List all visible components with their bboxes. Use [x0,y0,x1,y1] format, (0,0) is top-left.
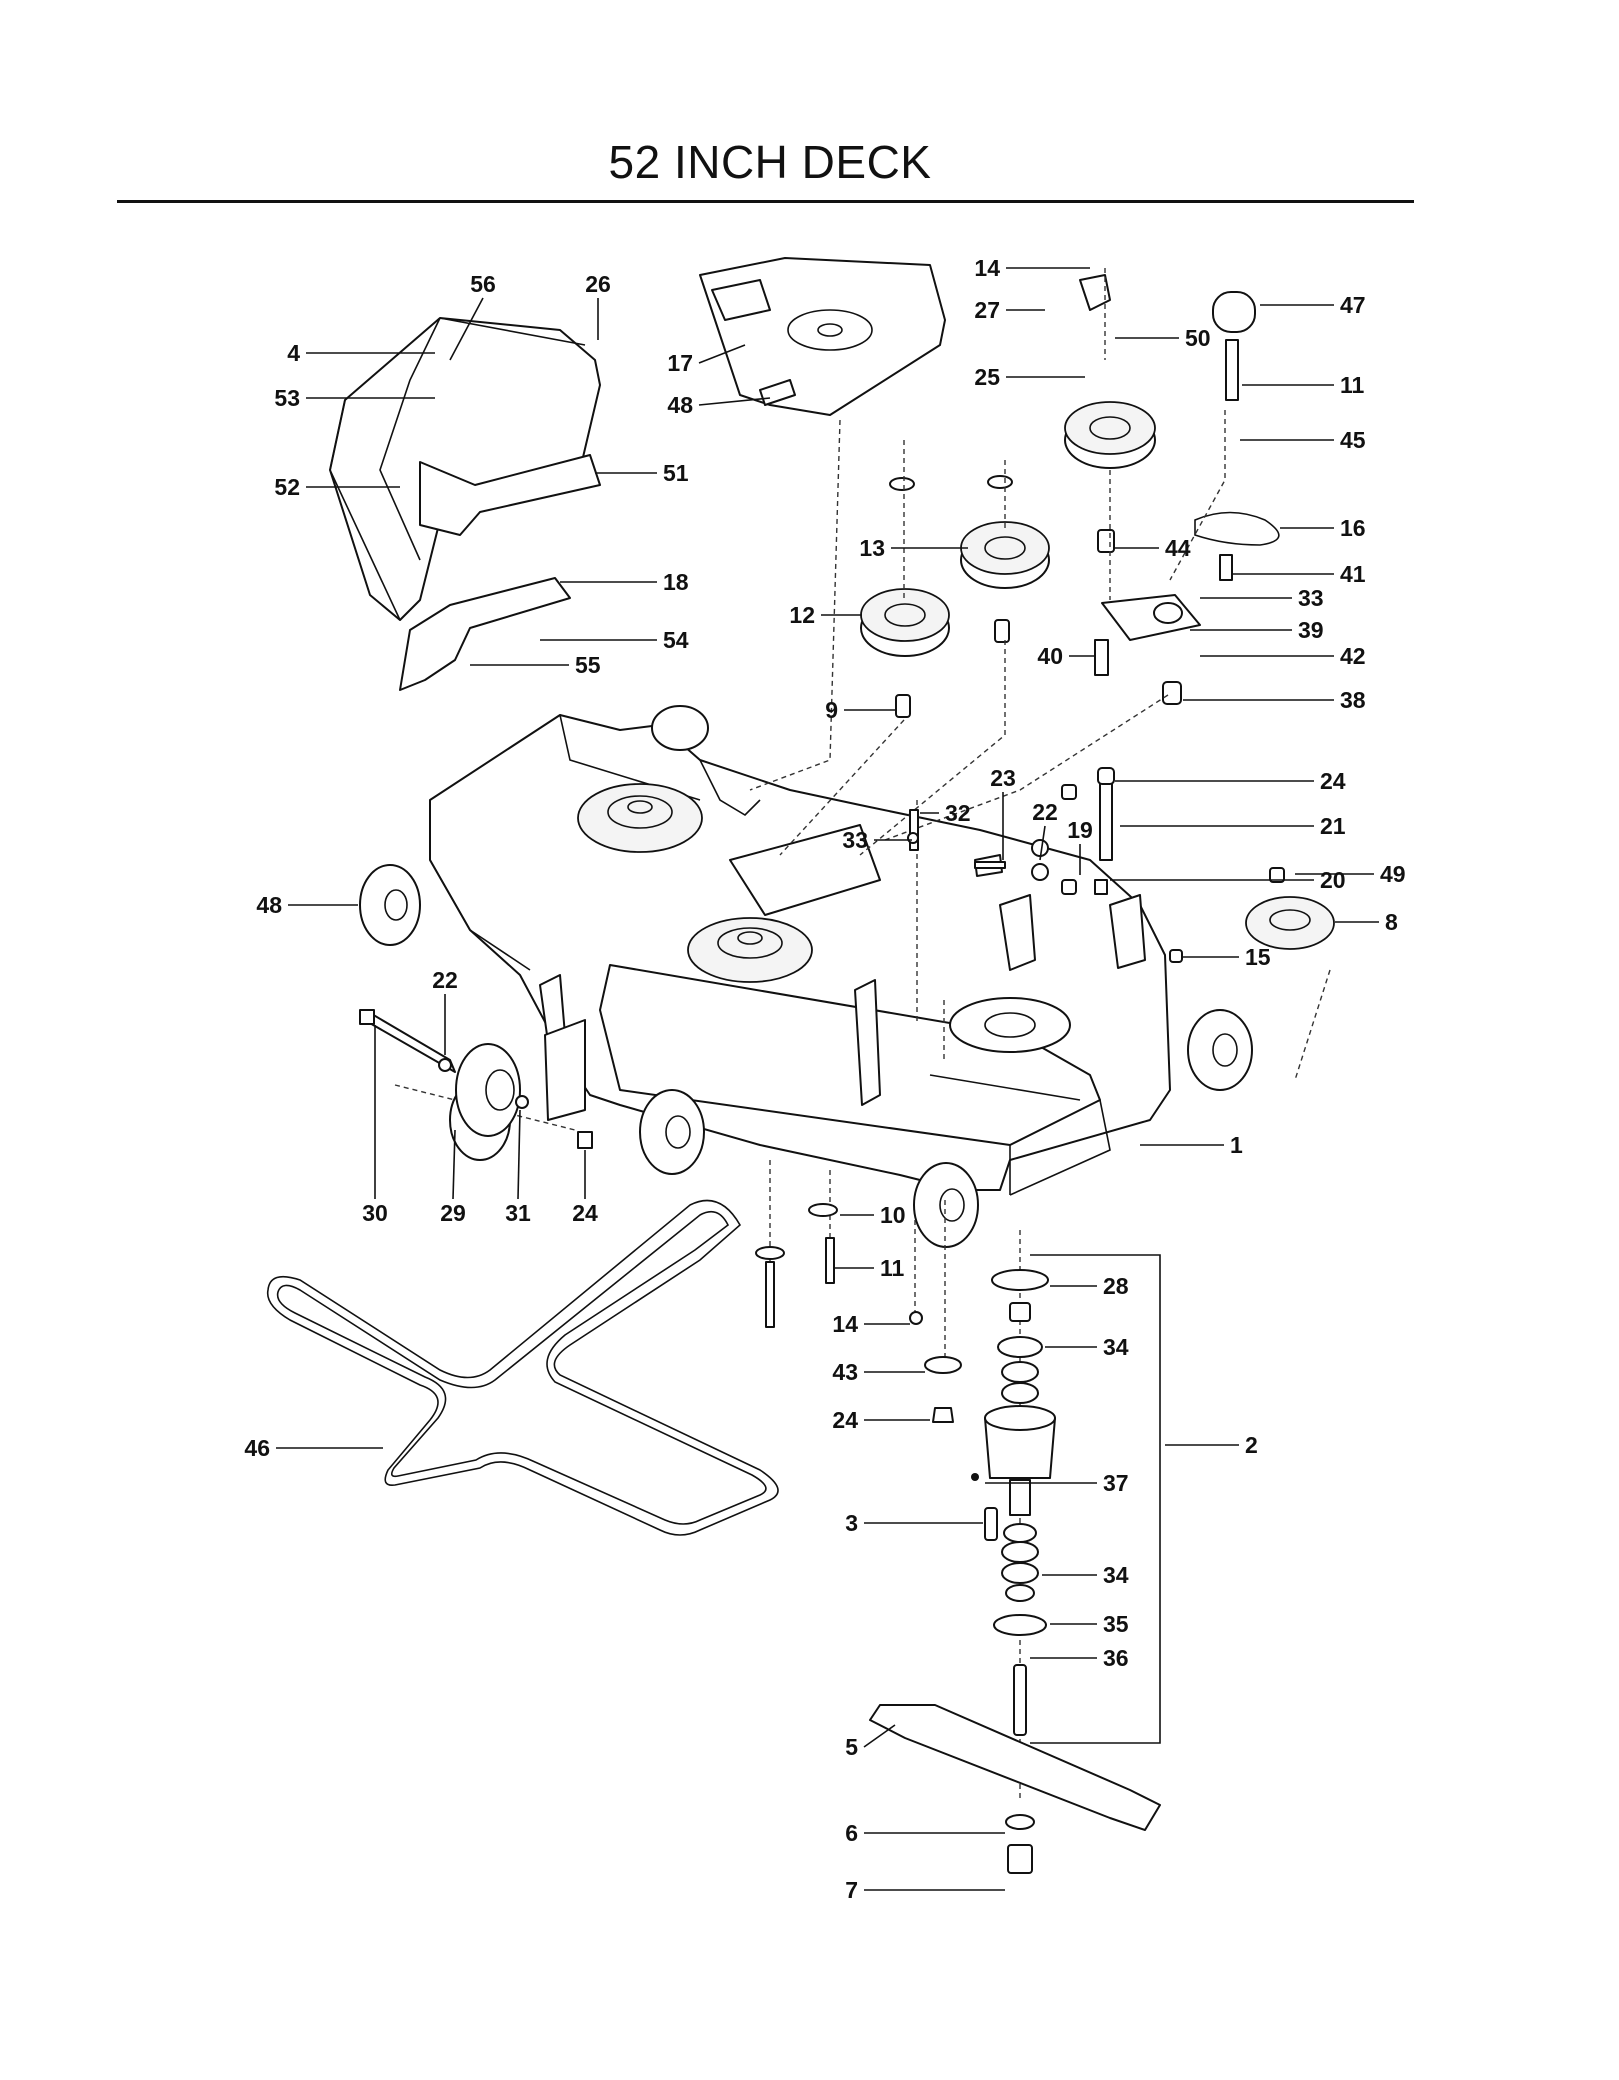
callout-number: 5 [845,1734,858,1760]
callout-number: 7 [845,1877,858,1903]
callout-leader [449,297,484,361]
callout-number: 35 [1103,1611,1129,1637]
callout-number: 43 [832,1359,858,1385]
callout-number: 49 [1380,861,1406,887]
callout-number: 51 [663,460,689,486]
callout-number: 25 [974,364,1000,390]
callout-number: 55 [575,652,601,678]
callout-number: 13 [859,535,885,561]
gauge-wheel-assembly [364,1009,593,1149]
callout-number: 27 [974,297,1000,323]
callout-number: 40 [1037,643,1063,669]
callout-leader [698,397,771,406]
callout-number: 22 [432,967,458,993]
callout-number: 9 [825,697,838,723]
callout-number: 2 [1245,1432,1258,1458]
callout-number: 23 [990,765,1016,791]
callout-number: 56 [470,271,496,297]
callout-number: 31 [505,1200,531,1226]
page-title: 52 INCH DECK [608,136,932,188]
callout-number: 33 [1298,585,1324,611]
callout-number: 32 [945,800,971,826]
mower-deck [359,705,1253,1248]
spindle-group-bracket [1030,1254,1161,1744]
callout-number: 46 [244,1435,270,1461]
callout-number: 36 [1103,1645,1129,1671]
callout-number: 22 [1032,799,1058,825]
callout-number: 42 [1340,643,1366,669]
callout-number: 24 [572,1200,598,1226]
callout-number: 11 [880,1255,905,1281]
callout-number: 18 [663,569,689,595]
callout-number: 21 [1320,813,1346,839]
callout-leader [1039,825,1046,861]
title-rule [117,200,1414,203]
callout-number: 34 [1103,1562,1129,1588]
callout-number: 47 [1340,292,1366,318]
callout-number: 19 [1067,817,1093,843]
callout-number: 54 [663,627,689,653]
discharge-chute [329,317,601,691]
callout-number: 17 [667,350,693,376]
callout-number: 1 [1230,1132,1243,1158]
callout-number: 34 [1103,1334,1129,1360]
callout-number: 29 [440,1200,466,1226]
callout-number: 12 [789,602,815,628]
callout-leader [698,344,746,364]
callout-number: 20 [1320,867,1346,893]
callout-number: 6 [845,1820,858,1846]
idler-pulleys [860,274,1335,950]
belt-cover [699,257,946,416]
callout-number: 38 [1340,687,1366,713]
callout-number: 24 [1320,768,1346,794]
callout-number: 33 [842,827,868,853]
callout-number: 15 [1245,944,1271,970]
callout-number: 8 [1385,909,1398,935]
drive-belt [266,1199,779,1536]
callout-number: 37 [1103,1470,1129,1496]
callout-leader [517,1109,521,1200]
diagram-artwork [266,257,1335,1874]
callout-number: 14 [832,1311,858,1337]
callout-number: 3 [845,1510,858,1536]
spindle-assembly [869,1269,1161,1874]
callout-number: 45 [1340,427,1366,453]
callout-number: 24 [832,1407,858,1433]
callout-number: 30 [362,1200,388,1226]
callout-number: 11 [1340,372,1365,398]
callout-number: 26 [585,271,611,297]
callout-number: 39 [1298,617,1324,643]
callout-number: 16 [1340,515,1366,541]
callout-number: 53 [274,385,300,411]
callout-leaders [276,267,1379,1891]
callout-number: 50 [1185,325,1211,351]
callout-leader [863,1724,896,1748]
callout-number: 41 [1340,561,1366,587]
callout-number: 28 [1103,1273,1129,1299]
callout-number: 48 [667,392,693,418]
hardware [359,767,1285,1423]
callout-number: 52 [274,474,300,500]
callout-leader [452,1129,456,1200]
callout-number: 44 [1165,535,1191,561]
callout-number: 4 [287,340,300,366]
callout-number: 10 [880,1202,906,1228]
callout-number: 48 [256,892,282,918]
callout-number: 14 [974,255,1000,281]
